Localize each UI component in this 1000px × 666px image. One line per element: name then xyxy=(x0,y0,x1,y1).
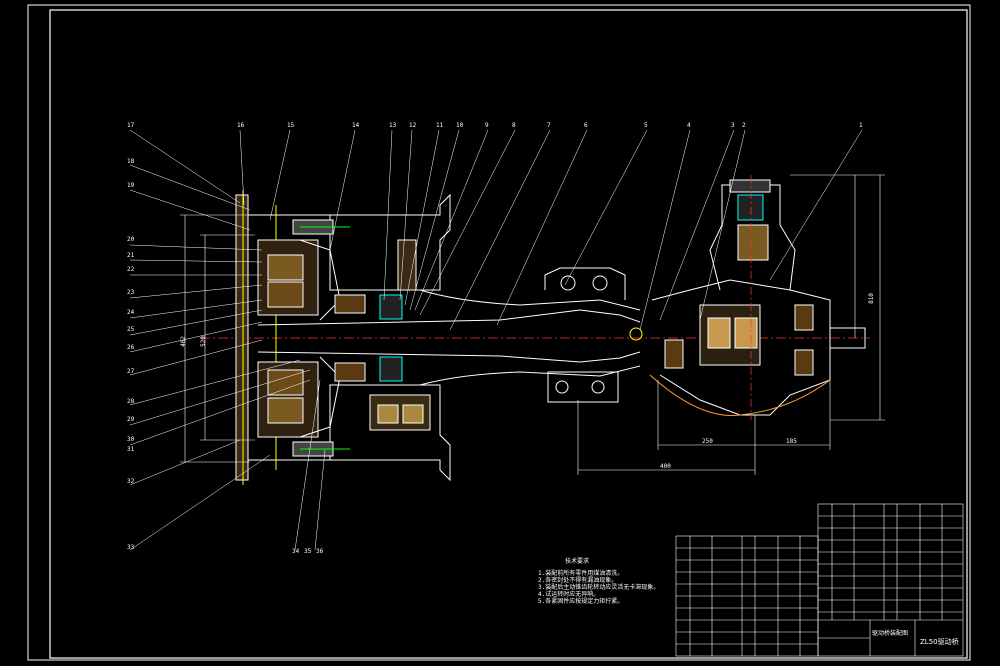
callout-number: 16 xyxy=(237,122,245,129)
callout-number: 12 xyxy=(409,122,417,129)
callout-number: 33 xyxy=(127,544,135,551)
assembly-view xyxy=(200,175,870,485)
callout-number: 15 xyxy=(287,122,295,129)
callout-number: 28 xyxy=(127,398,135,405)
callout-number: 27 xyxy=(127,368,135,375)
dim-810: 810 xyxy=(867,293,875,304)
callout-number: 34 xyxy=(292,548,300,555)
dim-250: 250 xyxy=(702,438,713,445)
callout-number: 26 xyxy=(127,344,135,351)
callout-number: 2 xyxy=(742,122,746,129)
callout-number: 25 xyxy=(127,326,135,333)
dim-185: 185 xyxy=(786,438,797,445)
notes-list: 1.装配前所有零件用煤油清洗。 2.各密封处不得有漏油现象。 3.装配后主动锥齿… xyxy=(538,570,659,605)
dim-462: 462 xyxy=(179,336,187,347)
drawing-code: ZL50驱动桥 xyxy=(920,638,959,646)
callout-number: 22 xyxy=(127,266,135,273)
callout-number: 4 xyxy=(687,122,691,129)
dim-400: 400 xyxy=(660,463,671,470)
callout-number: 20 xyxy=(127,236,135,243)
parts-table-left xyxy=(675,535,819,657)
callout-number: 31 xyxy=(127,446,135,453)
callout-number: 10 xyxy=(456,122,464,129)
note-line: 1.装配前所有零件用煤油清洗。 xyxy=(538,570,624,577)
outer-border xyxy=(27,4,971,661)
callout-number: 1 xyxy=(859,122,863,129)
note-line: 2.各密封处不得有漏油现象。 xyxy=(538,577,618,584)
callout-number: 21 xyxy=(127,252,135,259)
drawing-name: 驱动桥装配图 xyxy=(872,630,909,637)
callout-number: 8 xyxy=(512,122,516,129)
callout-number: 32 xyxy=(127,478,135,485)
callout-number: 13 xyxy=(389,122,397,129)
leader-lines xyxy=(129,129,863,551)
callout-number: 23 xyxy=(127,289,135,296)
callout-number: 14 xyxy=(352,122,360,129)
callout-number: 3 xyxy=(731,122,735,129)
callout-number: 19 xyxy=(127,182,135,189)
note-line: 4.试运转时应无异响。 xyxy=(538,591,600,598)
callout-number: 30 xyxy=(127,436,135,443)
callout-number: 35 xyxy=(304,548,312,555)
notes-heading: 技术要求 xyxy=(565,558,590,565)
note-line: 5.各紧固件应按规定力矩拧紧。 xyxy=(538,598,624,605)
callout-number: 11 xyxy=(436,122,444,129)
dim-520: 520 xyxy=(199,336,207,347)
callout-number: 29 xyxy=(127,416,135,423)
callout-number: 6 xyxy=(584,122,588,129)
callout-number: 36 xyxy=(316,548,324,555)
callout-number: 5 xyxy=(644,122,648,129)
inner-border xyxy=(49,9,968,659)
callout-number: 24 xyxy=(127,309,135,316)
callout-number: 9 xyxy=(485,122,489,129)
callout-number: 17 xyxy=(127,122,135,129)
callout-number: 7 xyxy=(547,122,551,129)
dimension-lines xyxy=(180,174,885,475)
callout-number: 18 xyxy=(127,158,135,165)
note-line: 3.装配后主动锥齿轮转动应灵活无卡滞现象。 xyxy=(538,584,660,591)
parts-table-right xyxy=(817,503,964,657)
